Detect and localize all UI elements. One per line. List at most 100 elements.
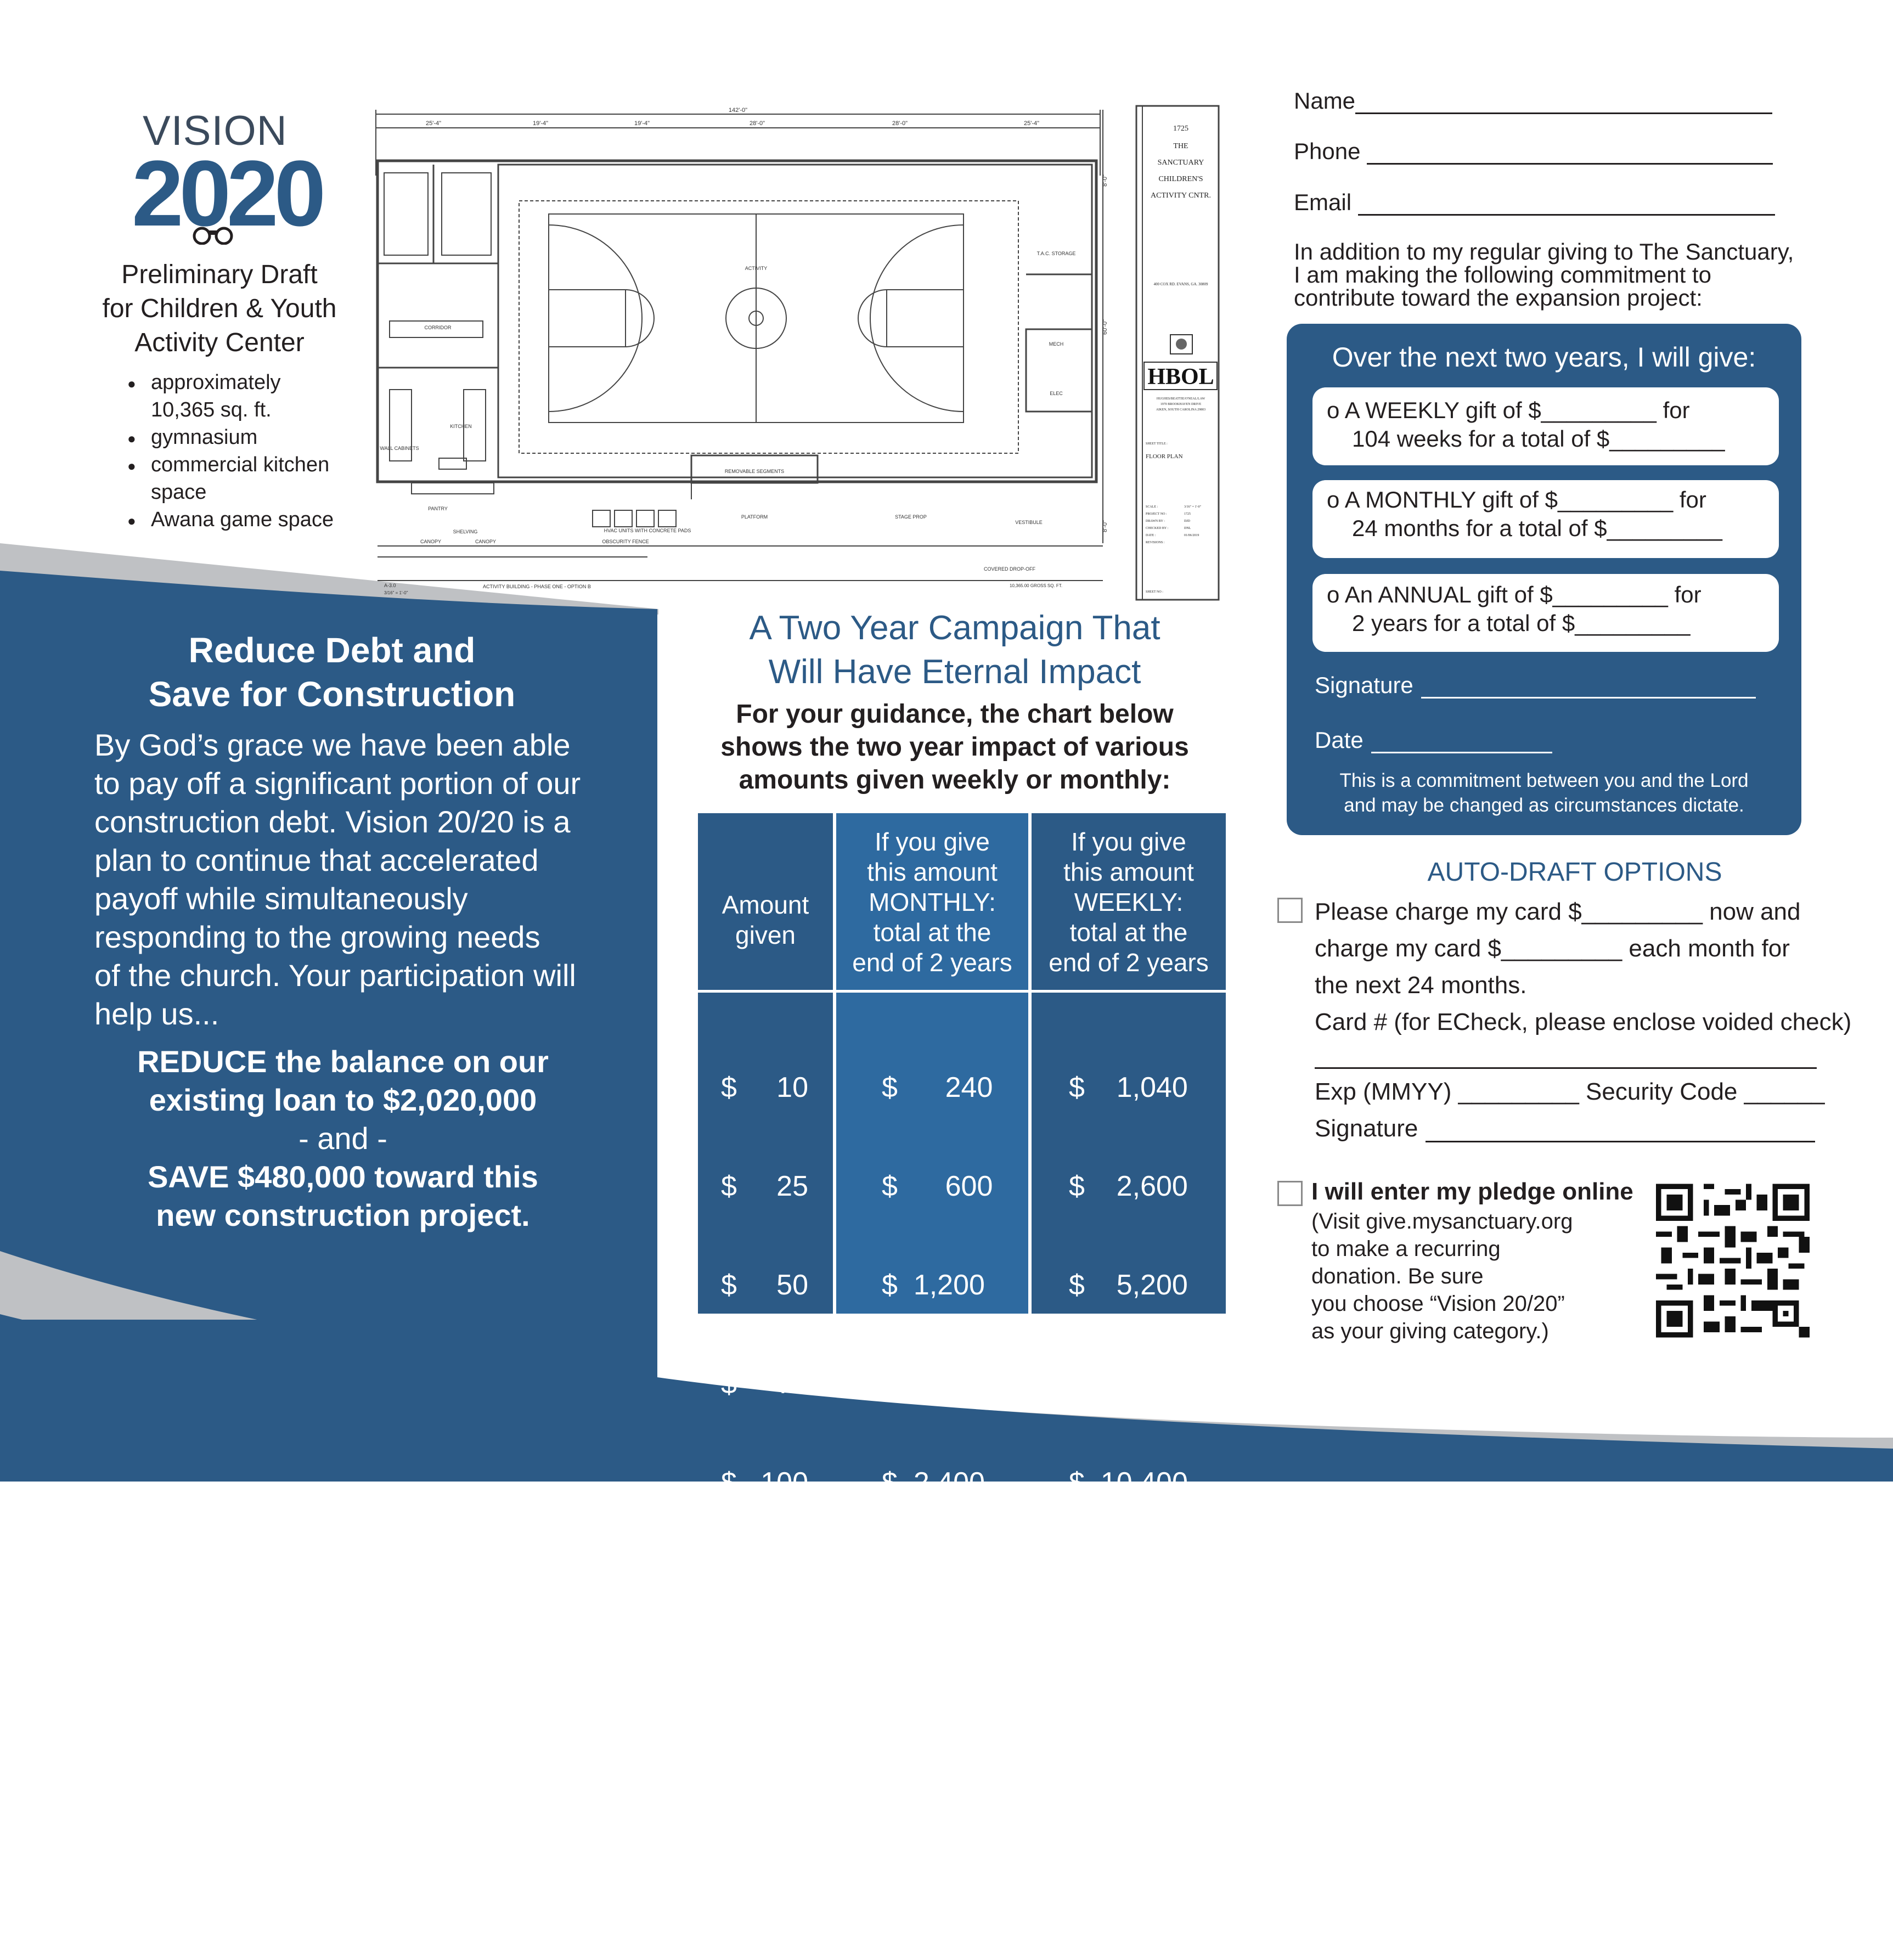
debt-body-line: payoff while simultaneously bbox=[94, 881, 468, 916]
debt-heading-line: Reduce Debt and bbox=[188, 630, 476, 670]
table-weekly-cells: $ 1,040 $ 2,600 $ 5,200 $ 7,800 $ 10,400… bbox=[1069, 1005, 1188, 1960]
pledge-date-field[interactable]: Date bbox=[1315, 727, 1552, 753]
table-amount-cells: $ 10 $ 25 $ 50 $ 75 $ 100 $ 200 $ 250 $ … bbox=[721, 1005, 808, 1960]
titleblock-value: DJD bbox=[1184, 520, 1191, 523]
titleblock-address: 400 COX RD. EVANS, GA. 30809 bbox=[1153, 282, 1208, 286]
goal-reduce-line: REDUCE the balance on our bbox=[137, 1044, 549, 1079]
pledge-date-line[interactable] bbox=[1371, 752, 1552, 753]
annual-gift-option[interactable]: o An ANNUAL gift of $_________ for 2 yea… bbox=[1312, 574, 1779, 652]
table-cell: $ 600 bbox=[882, 1170, 993, 1202]
room-label: COVERED DROP-OFF bbox=[984, 566, 1036, 572]
plan-dim: 25'-4" bbox=[1024, 120, 1039, 127]
feature-item: gymnasium bbox=[126, 424, 346, 452]
plan-dim: 25'-4" bbox=[426, 120, 441, 127]
table-cell: $ 5,200 bbox=[1069, 1269, 1188, 1301]
pledge-signature-label: Signature bbox=[1315, 672, 1413, 698]
name-label: Name bbox=[1294, 88, 1356, 114]
name-field[interactable]: Name bbox=[1294, 88, 1773, 114]
titleblock-field: SCALE : bbox=[1146, 505, 1158, 509]
email-label: Email bbox=[1294, 189, 1352, 215]
card-signature-field[interactable]: Signature bbox=[1315, 1115, 1816, 1142]
plan-side-dim: 60'-0" bbox=[1102, 319, 1108, 335]
plan-side-dim: 8'-0" bbox=[1102, 174, 1108, 187]
titleblock-field: DATE : bbox=[1146, 534, 1156, 537]
vision-2020-logo: VISION 2020 bbox=[132, 107, 326, 246]
plan-dim: 19'-4" bbox=[533, 120, 548, 127]
debt-body-line: plan to continue that accelerated bbox=[94, 843, 539, 877]
debt-body-line: of the church. Your participation will bbox=[94, 958, 576, 993]
email-input-line[interactable] bbox=[1358, 214, 1776, 216]
titleblock-floor-plan: FLOOR PLAN bbox=[1146, 453, 1183, 460]
titleblock-field: CHECKED BY : bbox=[1146, 527, 1168, 530]
room-label: SHELVING bbox=[453, 529, 478, 534]
card-signature-line[interactable] bbox=[1426, 1141, 1816, 1142]
draft-title-line: Preliminary Draft bbox=[121, 260, 318, 289]
auto-draft-text: Please charge my card $_________ now and… bbox=[1315, 893, 1863, 1040]
goal-save-line: SAVE $480,000 toward this bbox=[148, 1159, 538, 1194]
campaign-title-line: Will Have Eternal Impact bbox=[768, 653, 1141, 691]
pledge-signature-line[interactable] bbox=[1421, 697, 1756, 699]
titleblock-field: DRAWN BY : bbox=[1146, 520, 1165, 523]
table-col-monthly bbox=[836, 813, 1028, 1314]
online-pledge-text: I will enter my pledge online (Visit giv… bbox=[1311, 1176, 1668, 1345]
table-cell: $12,000 bbox=[882, 1763, 985, 1795]
table-cell: $ 75 bbox=[721, 1368, 808, 1400]
titleblock-firm: HBOL bbox=[1147, 364, 1214, 390]
room-label: REMOVABLE SEGMENTS bbox=[725, 469, 784, 474]
campaign-sub-line: amounts given weekly or monthly: bbox=[739, 765, 1171, 795]
debt-body-line: construction debt. Vision 20/20 is a bbox=[94, 804, 571, 839]
table-cell: $ 7,800 bbox=[1069, 1368, 1188, 1400]
online-pledge-checkbox[interactable] bbox=[1277, 1181, 1303, 1206]
feature-item: Awana game space bbox=[126, 506, 346, 534]
auto-draft-heading: AUTO-DRAFT OPTIONS bbox=[1427, 858, 1722, 887]
campaign-title-line: A Two Year Campaign That bbox=[749, 609, 1160, 647]
room-label: WALL CABINETS bbox=[380, 446, 419, 451]
plan-side-dim: 8'-0" bbox=[1102, 520, 1108, 532]
debt-heading: Reduce Debt and Save for Construction bbox=[77, 628, 587, 716]
table-cell: $24,000 bbox=[882, 1862, 985, 1894]
pledge-signature-field[interactable]: Signature bbox=[1315, 672, 1756, 699]
titleblock-firm-line: AIKEN, SOUTH CAROLINA 29803 bbox=[1156, 408, 1205, 412]
auto-draft-line: Please charge my card $_________ now and bbox=[1315, 898, 1801, 925]
table-cell: $1,000 bbox=[721, 1862, 809, 1894]
table-cell: $ 200 bbox=[721, 1565, 809, 1597]
titleblock-line: THE bbox=[1173, 142, 1188, 150]
debt-body-line: to pay off a significant portion of our bbox=[94, 766, 581, 801]
goal-reduce-line: existing loan to $2,020,000 bbox=[149, 1083, 537, 1117]
card-number-line[interactable] bbox=[1315, 1067, 1817, 1069]
email-field[interactable]: Email bbox=[1294, 189, 1776, 216]
qr-code-icon[interactable] bbox=[1656, 1182, 1810, 1339]
draft-title: Preliminary Draft for Children & Youth A… bbox=[82, 258, 357, 360]
phone-field[interactable]: Phone bbox=[1294, 138, 1773, 165]
room-label: STAGE PROP bbox=[895, 514, 927, 520]
titleblock-field: REVISIONS : bbox=[1146, 541, 1165, 544]
phone-label: Phone bbox=[1294, 138, 1361, 164]
exp-security-field[interactable]: Exp (MMYY) _________ Security Code _____… bbox=[1315, 1078, 1825, 1105]
weekly-gift-option[interactable]: o A WEEKLY gift of $_________ for 104 we… bbox=[1312, 387, 1779, 465]
table-cell: $104,000 bbox=[1069, 1862, 1188, 1894]
debt-body: By God’s grace we have been able to pay … bbox=[94, 726, 632, 1033]
floor-plan-drawing: 142'-0" 25'-4" 19'-4" 19'-4" 28'-0" 28'-… bbox=[375, 107, 1108, 595]
gray-top-wave bbox=[0, 543, 658, 615]
table-header-amount: Amount given bbox=[722, 891, 809, 949]
titleblock-line: CHILDREN'S bbox=[1158, 175, 1203, 183]
campaign-subtitle: For your guidance, the chart below shows… bbox=[702, 698, 1207, 797]
table-col-weekly bbox=[1032, 813, 1226, 1314]
online-pledge-bold: I will enter my pledge online bbox=[1311, 1178, 1633, 1205]
table-cell: $ 100 bbox=[721, 1467, 809, 1499]
table-cell: $ 20,800 bbox=[1069, 1565, 1188, 1597]
monthly-gift-option[interactable]: o A MONTHLY gift of $_________ for 24 mo… bbox=[1312, 480, 1779, 558]
phone-input-line[interactable] bbox=[1367, 163, 1773, 165]
draft-title-line: Activity Center bbox=[134, 328, 305, 357]
table-cell: $ 50 bbox=[721, 1269, 808, 1301]
debt-body-line: By God’s grace we have been able bbox=[94, 728, 571, 762]
auto-draft-checkbox[interactable] bbox=[1277, 898, 1303, 923]
campaign-sub-line: shows the two year impact of various bbox=[720, 733, 1189, 762]
plan-footer: ACTIVITY BUILDING - PHASE ONE - OPTION B bbox=[483, 584, 591, 589]
logo-vision-text: VISION bbox=[143, 108, 288, 154]
table-cell: $ 1,040 bbox=[1069, 1072, 1188, 1103]
table-cell: $ 240 bbox=[882, 1072, 993, 1103]
name-input-line[interactable] bbox=[1355, 112, 1773, 114]
navy-left-panel bbox=[0, 571, 657, 1320]
